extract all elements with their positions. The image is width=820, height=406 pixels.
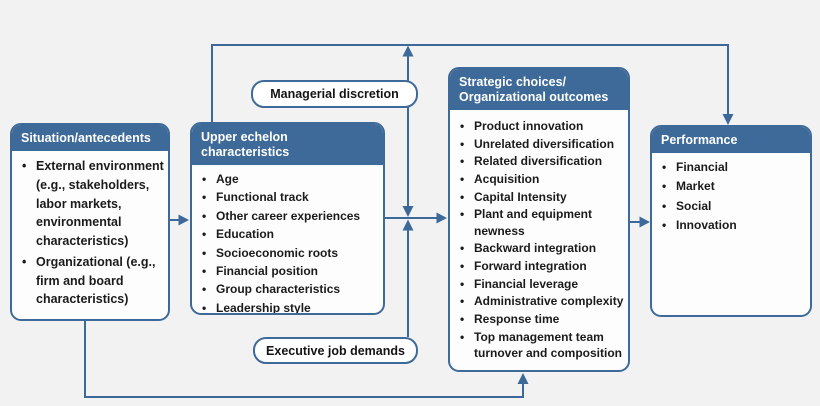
list-item: Other career experiences — [200, 208, 379, 226]
list-item: External environment (e.g., stakeholders… — [20, 157, 164, 251]
strategic-choices-bullet-list: Product innovationUnrelated diversificat… — [450, 116, 628, 361]
executive-job-demands-pill: Executive job demands — [253, 337, 418, 364]
list-item: Administrative complexity — [458, 293, 624, 309]
box-upper-echelon-characteristics: Upper echelon characteristics AgeFunctio… — [190, 122, 385, 315]
performance-bullet-list: FinancialMarketSocialInnovation — [652, 159, 810, 235]
list-item: Related diversification — [458, 153, 624, 169]
list-item: Financial leverage — [458, 276, 624, 292]
box-strategic-choices-outcomes: Strategic choices/ Organizational outcom… — [448, 67, 630, 372]
list-item: Product innovation — [458, 118, 624, 134]
list-item: Response time — [458, 311, 624, 327]
list-item: Forward integration — [458, 258, 624, 274]
situation-bullet-list: External environment (e.g., stakeholders… — [12, 157, 168, 309]
arrow-situation-to-strategic-bottom-path — [84, 321, 524, 398]
list-item: Capital Intensity — [458, 189, 624, 205]
list-item: Backward integration — [458, 240, 624, 256]
list-item: Social — [660, 198, 806, 216]
box-performance: Performance FinancialMarketSocialInnovat… — [650, 125, 812, 317]
list-item: Innovation — [660, 217, 806, 235]
managerial-discretion-label: Managerial discretion — [270, 87, 399, 101]
list-item: Unrelated diversification — [458, 136, 624, 152]
box-situation-antecedents: Situation/antecedents External environme… — [10, 123, 170, 321]
box-title-upper-echelon: Upper echelon characteristics — [192, 124, 383, 165]
box-title-situation: Situation/antecedents — [12, 125, 168, 151]
list-item: Socioeconomic roots — [200, 245, 379, 263]
box-title-performance: Performance — [652, 127, 810, 153]
upper-echelon-bullet-list: AgeFunctional trackOther career experien… — [192, 171, 383, 313]
list-item: Top management team turnover and composi… — [458, 329, 624, 361]
managerial-discretion-pill: Managerial discretion — [251, 80, 418, 108]
arrowhead-right-into-performance — [639, 216, 650, 228]
list-item: Financial — [660, 159, 806, 177]
list-item: Functional track — [200, 189, 379, 207]
list-item: Market — [660, 178, 806, 196]
arrowhead-up-into-uec-sc-arrow — [402, 219, 414, 231]
list-item: Age — [200, 171, 379, 189]
arrowhead-up-into-top-path — [402, 45, 414, 57]
arrowhead-right-into-uec — [178, 214, 189, 226]
list-item: Organizational (e.g., firm and board cha… — [20, 253, 164, 309]
arrow-uec-to-performance-top-path — [211, 44, 729, 122]
arrowhead-up-into-strategic-bottom — [517, 373, 529, 384]
executive-job-demands-label: Executive job demands — [266, 343, 405, 358]
arrowhead-down-into-uec-sc-arrow — [402, 206, 414, 217]
box-title-strategic-choices: Strategic choices/ Organizational outcom… — [450, 69, 628, 110]
list-item: Acquisition — [458, 171, 624, 187]
list-item: Plant and equipment newness — [458, 206, 624, 238]
list-item: Education — [200, 226, 379, 244]
list-item: Group characteristics — [200, 281, 379, 299]
list-item: Leadership style — [200, 300, 379, 313]
list-item: Financial position — [200, 263, 379, 281]
arrowhead-right-into-strategic — [436, 212, 447, 224]
arrowhead-down-into-performance — [722, 114, 734, 125]
